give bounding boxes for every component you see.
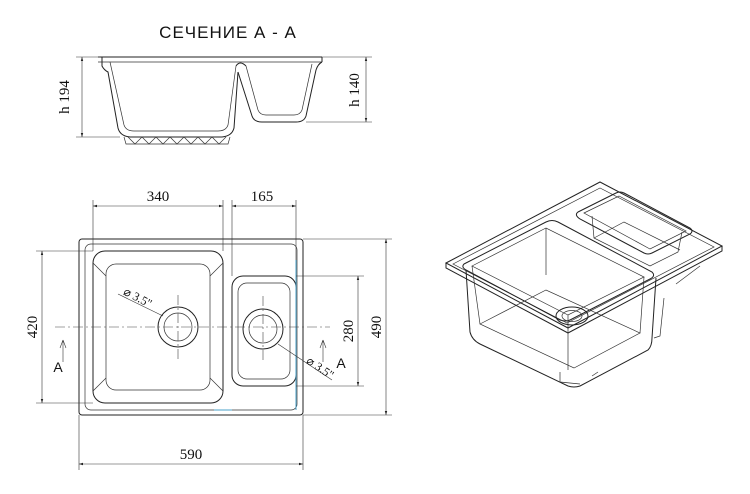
dimension-small-bowl-width: 165 [251, 189, 274, 205]
cross-section-view [76, 56, 372, 145]
dimension-large-bowl-depth: 420 [25, 316, 41, 339]
dimension-overall-depth: 490 [369, 316, 385, 339]
section-mark-left: A [53, 359, 63, 375]
section-mark-right: A [336, 355, 346, 371]
dimension-small-bowl-depth: 280 [341, 320, 357, 343]
plan-view [36, 200, 392, 470]
dimension-large-bowl-width: 340 [147, 189, 170, 205]
drain-diameter-large: ⌀ 3.5" [121, 284, 154, 310]
dimension-depth-small: h 140 [347, 73, 363, 107]
dimension-depth-large: h 194 [57, 80, 73, 114]
dimension-overall-width: 590 [180, 447, 203, 463]
isometric-view [444, 181, 724, 388]
drain-diameter-small: ⌀ 3.5" [304, 353, 337, 382]
section-title: СЕЧЕНИЕ А - А [159, 23, 297, 42]
